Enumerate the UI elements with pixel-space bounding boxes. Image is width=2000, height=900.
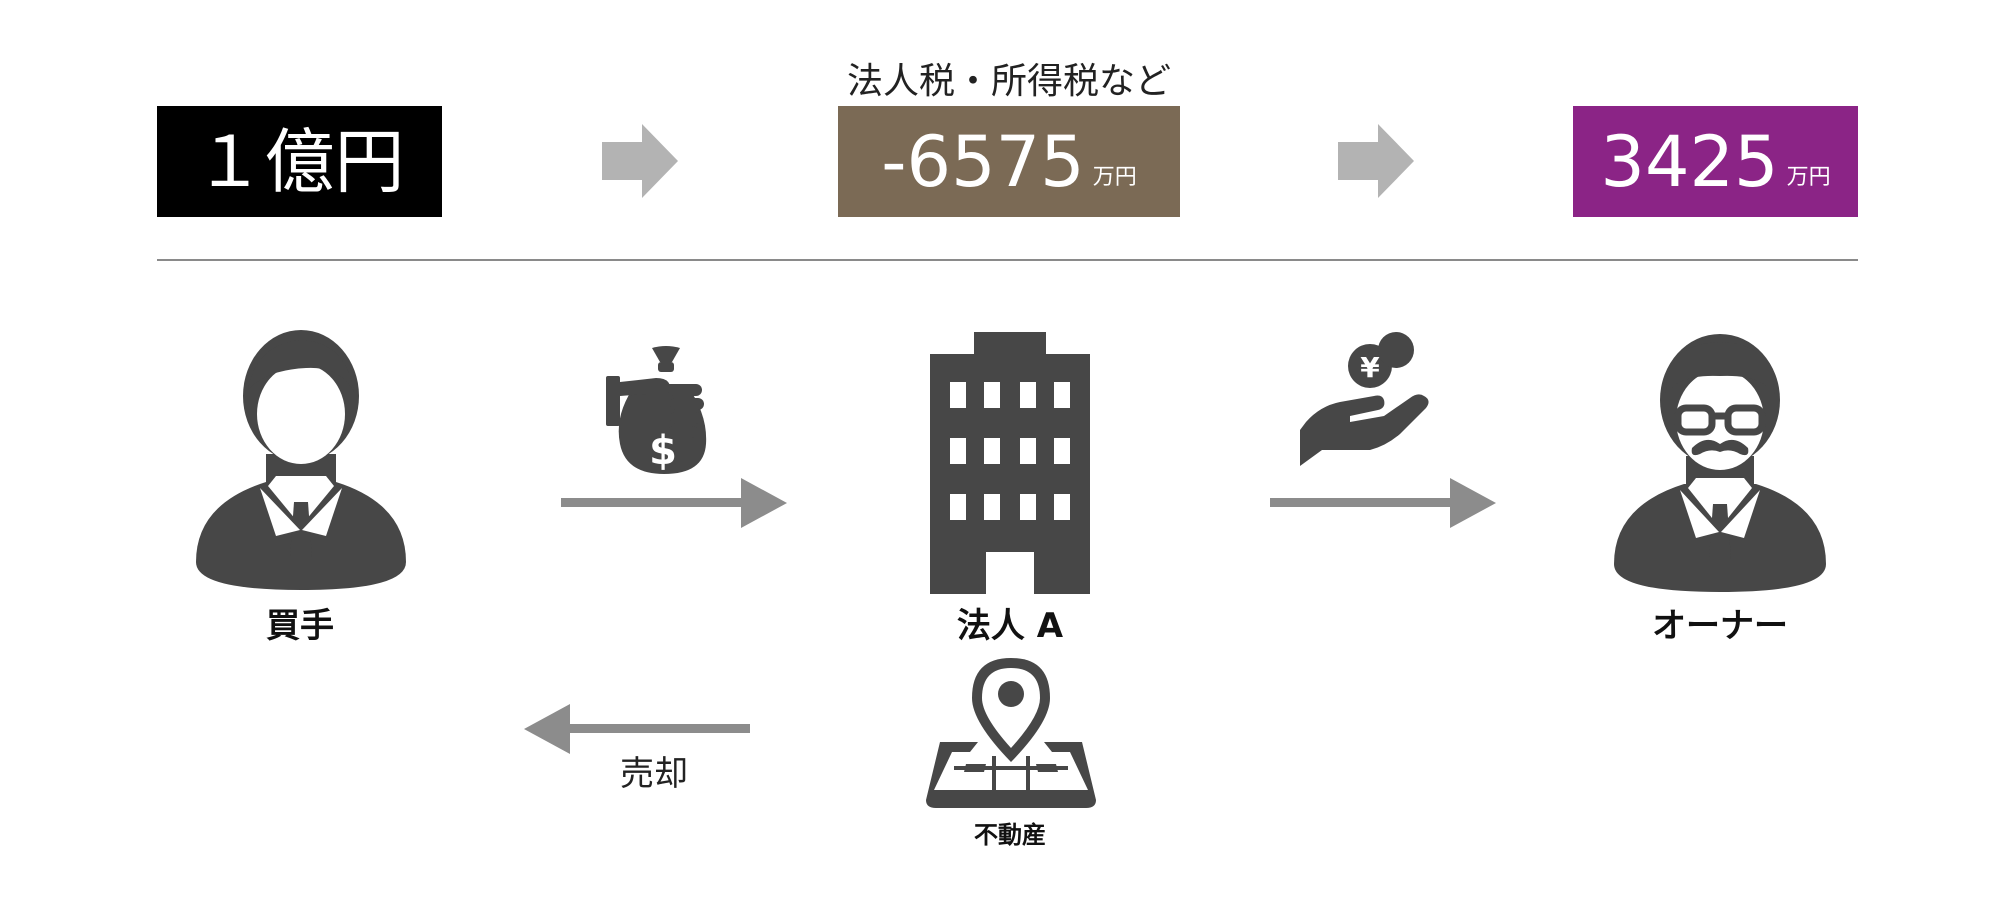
tax-unit: 万円 — [1092, 165, 1137, 190]
amount-total-text: １億円 — [194, 120, 405, 203]
svg-text:¥: ¥ — [1360, 351, 1380, 384]
net-unit: 万円 — [1786, 165, 1831, 190]
corp-label: 法人 A — [956, 606, 1064, 646]
office-building-icon — [930, 332, 1090, 594]
buyer-label: 買手 — [266, 606, 334, 646]
money-bag-dollar-icon: $ — [606, 346, 707, 474]
amount-box-tax: -6575 万円 — [838, 106, 1180, 217]
svg-text:$: $ — [649, 428, 677, 474]
tax-value: -6575 — [881, 120, 1085, 203]
tax-caption: 法人税・所得税など — [846, 61, 1171, 102]
arrow-right-icon — [1338, 124, 1414, 198]
hand-coin-yen-icon: ¥ — [1300, 332, 1429, 466]
divider-line — [157, 259, 1858, 261]
arrow-right-icon — [561, 478, 787, 528]
arrow-right-icon — [602, 124, 678, 198]
map-pin-icon — [926, 658, 1096, 808]
property-label: 不動産 — [974, 821, 1046, 849]
sale-label: 売却 — [620, 754, 688, 794]
businessman-icon — [196, 330, 406, 590]
amount-box-net: 3425 万円 — [1573, 106, 1858, 217]
businessman-glasses-mustache-icon — [1614, 334, 1826, 592]
amount-box-total: １億円 — [157, 106, 442, 217]
arrow-right-icon — [1270, 478, 1496, 528]
owner-label: オーナー — [1652, 606, 1788, 646]
net-value: 3425 — [1600, 120, 1779, 203]
arrow-left-icon — [524, 704, 750, 754]
